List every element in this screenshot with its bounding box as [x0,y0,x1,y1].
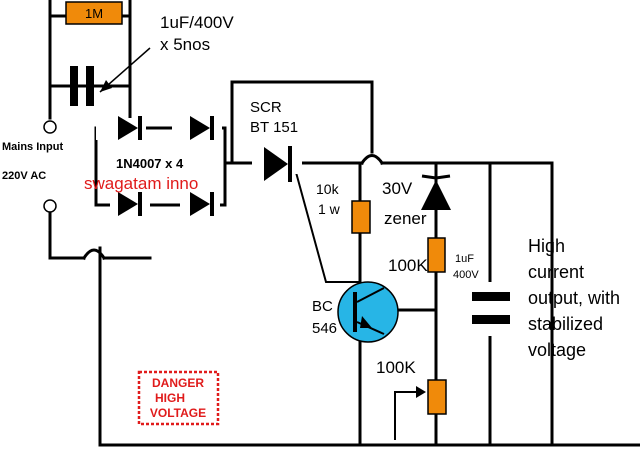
zener-label-b: zener [384,209,427,228]
resistor-10k [351,200,371,234]
scr-label-a: SCR [250,99,282,116]
capacitor-top-label-a: 1uF/400V [160,13,234,32]
danger-line-1: DANGER [152,376,204,390]
potentiometer-100k [394,379,447,440]
bridge-label: 1N4007 x 4 [116,156,184,171]
mains-label-b: 220V AC [2,170,46,182]
transistor-label-b: 546 [312,320,337,337]
mains-terminals [43,120,57,213]
resistor-10k-label-a: 10k [316,181,340,197]
danger-line-3: VOLTAGE [150,406,206,420]
output-label-3: output, with [528,288,620,308]
resistor-1m-label: 1M [85,6,103,21]
capacitor-output [472,282,510,336]
watermark-text: swagatam inno [84,174,198,193]
transistor-label-a: BC [312,298,333,315]
danger-line-2: HIGH [155,391,185,405]
cap-small-label-a: 1uF [455,253,474,265]
resistor-10k-label-b: 1 w [318,201,341,217]
cap-small-label-b: 400V [453,269,479,281]
potentiometer-label: 100K [376,358,416,377]
scr-label-b: BT 151 [250,119,298,136]
output-label-2: current [528,262,584,282]
capacitor-top [70,47,151,106]
resistor-100k-top-label: 100K [388,256,428,275]
transistor-bc546 [337,281,399,343]
resistor-100k-top [427,237,446,273]
resistor-1m: 1M [65,1,123,25]
scr [252,146,302,182]
mains-label-a: Mains Input [2,141,63,153]
danger-warning: DANGER HIGH VOLTAGE [137,370,220,426]
output-label-5: voltage [528,340,586,360]
zener-label-a: 30V [382,179,413,198]
output-label-1: High [528,236,565,256]
capacitor-top-label-b: x 5nos [160,35,210,54]
zener-diode [421,174,451,210]
bridge-diodes [96,116,222,216]
output-label-4: stabilized [528,314,603,334]
